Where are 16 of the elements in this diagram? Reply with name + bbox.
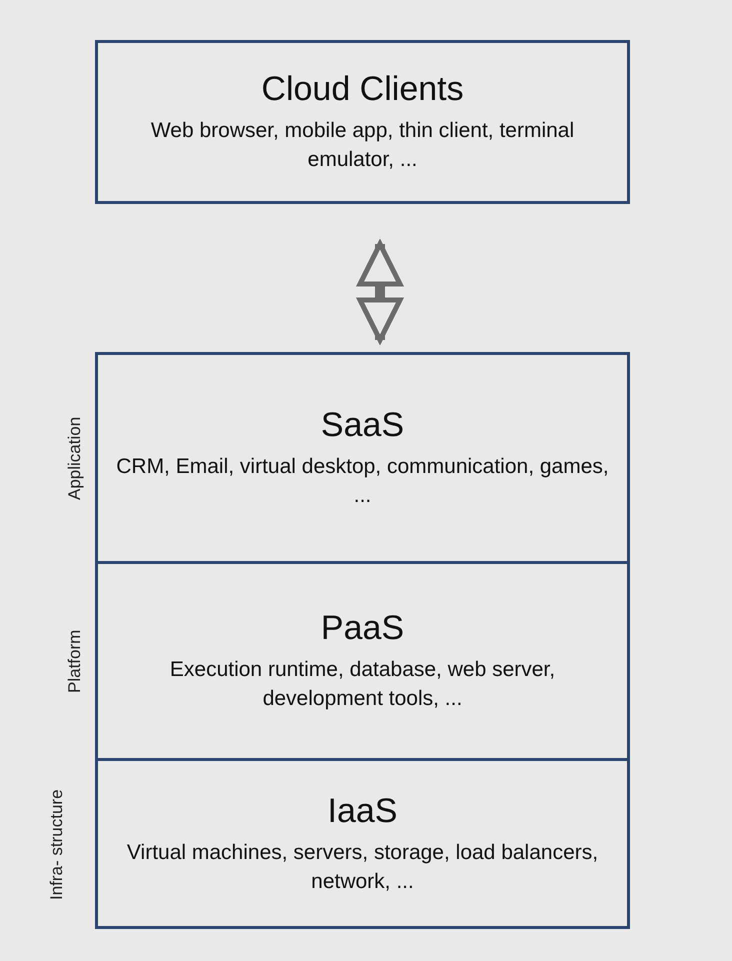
layer-box [95, 352, 630, 564]
double-arrow [358, 242, 402, 342]
side-label: Platform [66, 628, 85, 695]
layer-description: Execution runtime, database, web server, development tools, ... [168, 657, 556, 712]
layer-box [95, 758, 630, 929]
layer-box [95, 40, 630, 204]
layer-description: Web browser, mobile app, thin client, terminal emulator, ... [150, 118, 576, 174]
side-label: Application [66, 415, 85, 502]
side-label: Infra- structure [48, 788, 67, 902]
layer-box [95, 561, 630, 761]
layer-title: Cloud Clients [261, 69, 464, 110]
layer-title: SaaS [320, 405, 404, 446]
layer-title: PaaS [320, 608, 404, 649]
layer-title: IaaS [328, 790, 398, 832]
layer-description: Virtual machines, servers, storage, load balancers, network, ... [126, 840, 600, 895]
layer-description: CRM, Email, virtual desktop, communication, games, ... [115, 454, 610, 510]
